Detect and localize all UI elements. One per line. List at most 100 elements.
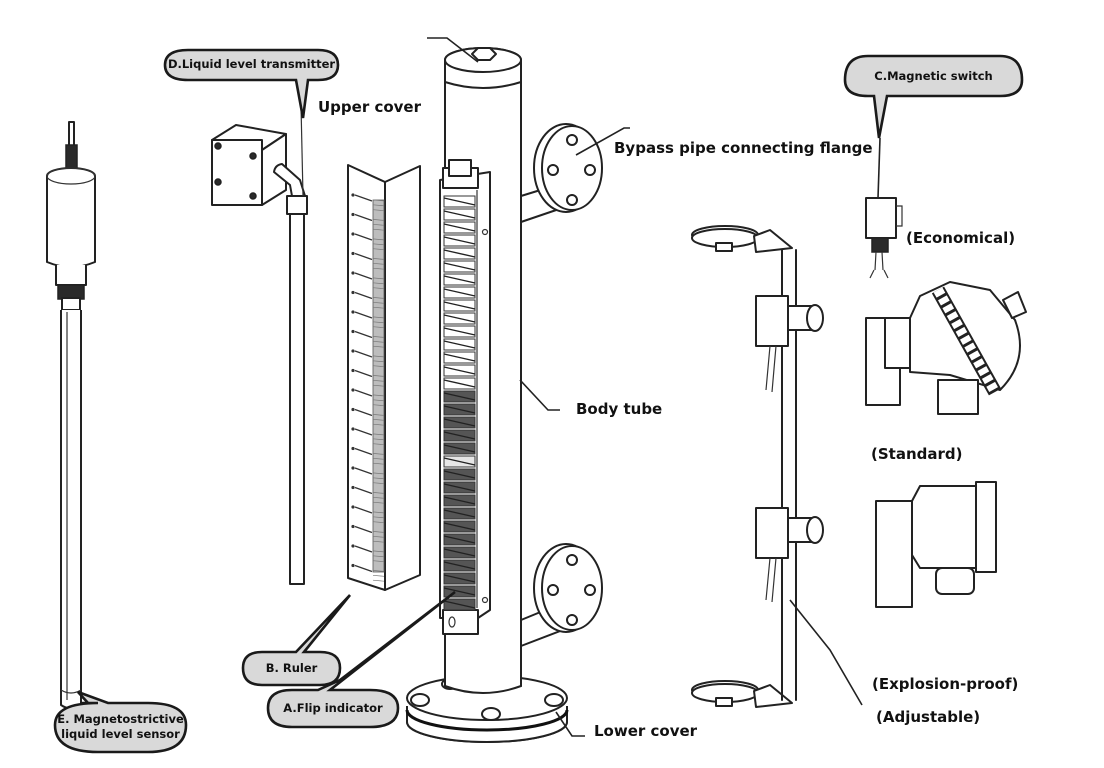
ruler-minor-tick bbox=[372, 472, 385, 475]
ruler-minor-tick bbox=[372, 521, 385, 524]
ruler-minor-tick bbox=[372, 336, 385, 338]
lower-cover-label: Lower cover bbox=[594, 722, 698, 740]
ruler-mark bbox=[351, 329, 355, 334]
liquid-level-transmitter bbox=[211, 59, 308, 585]
ruler-mark bbox=[351, 232, 355, 236]
magnetostrictive-sensor bbox=[46, 121, 96, 710]
ruler-minor-tick bbox=[372, 219, 385, 221]
ruler-mark bbox=[351, 544, 355, 548]
ruler-minor-tick bbox=[372, 282, 385, 285]
ruler-minor-tick bbox=[372, 453, 385, 455]
indicator-flap-edge bbox=[443, 197, 476, 206]
callout-a-bubble bbox=[266, 590, 456, 729]
ruler-minor-tick bbox=[372, 375, 385, 377]
ruler-tick bbox=[354, 330, 373, 339]
economical-switch bbox=[865, 197, 903, 279]
indicator-flap-edge bbox=[443, 418, 476, 427]
ruler-mark bbox=[351, 485, 355, 490]
ruler-minor-tick bbox=[372, 223, 385, 226]
ruler-mark bbox=[351, 368, 355, 373]
ruler-mark bbox=[351, 310, 355, 314]
ruler-minor-tick bbox=[372, 355, 385, 358]
ruler-minor-tick bbox=[372, 384, 385, 387]
ruler-minor-tick bbox=[372, 511, 385, 514]
ruler-mark bbox=[351, 466, 355, 470]
ruler-mark bbox=[351, 193, 355, 197]
ruler bbox=[347, 164, 421, 591]
indicator-flap-edge bbox=[443, 366, 476, 375]
ruler-minor-tick bbox=[372, 340, 385, 343]
indicator-flap-edge bbox=[443, 561, 476, 570]
ruler-tick bbox=[354, 564, 373, 573]
ruler-minor-tick bbox=[372, 209, 385, 212]
indicator-flap-edge bbox=[443, 548, 476, 557]
ruler-minor-tick bbox=[372, 457, 385, 460]
ruler-minor-tick bbox=[372, 394, 385, 397]
indicator-flap-edge bbox=[443, 262, 476, 271]
indicator-flap-edge bbox=[443, 483, 476, 492]
indicator-flap-edge bbox=[443, 275, 476, 284]
indicator-flap-edge bbox=[443, 392, 476, 401]
indicator-flap-edge bbox=[443, 288, 476, 297]
indicator-flap-edge bbox=[443, 340, 476, 349]
indicator-flap-edge bbox=[443, 210, 476, 219]
ruler-mark bbox=[351, 524, 355, 529]
ruler-minor-tick bbox=[372, 379, 385, 382]
callout-a-label: A.Flip indicator bbox=[283, 701, 383, 715]
indicator-flap-edge bbox=[443, 405, 476, 414]
ruler-tick bbox=[354, 272, 373, 280]
ruler-mark bbox=[351, 505, 355, 509]
indicator-flap-edge bbox=[443, 470, 476, 479]
bypass-flange-label: Bypass pipe connecting flange bbox=[614, 139, 873, 157]
ruler-tick bbox=[354, 194, 373, 202]
ruler-minor-tick bbox=[372, 418, 385, 421]
ruler-mark bbox=[351, 290, 355, 295]
ruler-minor-tick bbox=[372, 414, 385, 416]
ruler-minor-tick bbox=[372, 248, 385, 251]
leader-lines bbox=[427, 37, 881, 737]
ruler-minor-tick bbox=[372, 492, 385, 494]
indicator-flap-edge bbox=[443, 223, 476, 232]
ruler-minor-tick bbox=[372, 531, 385, 533]
bypass-flange-upper bbox=[520, 123, 603, 223]
callout-e-bubble bbox=[53, 690, 188, 754]
ruler-tick bbox=[354, 389, 373, 397]
ruler-minor-tick bbox=[372, 560, 385, 563]
ruler-minor-tick bbox=[372, 501, 385, 504]
ruler-minor-tick bbox=[372, 199, 385, 202]
ruler-tick bbox=[354, 545, 373, 553]
ruler-minor-tick bbox=[372, 360, 385, 363]
ruler-minor-tick bbox=[372, 462, 385, 465]
indicator-flap-edge bbox=[443, 236, 476, 245]
callout-b-label: B. Ruler bbox=[265, 661, 318, 675]
ruler-minor-tick bbox=[372, 262, 385, 265]
ruler-minor-tick bbox=[372, 574, 385, 577]
adjustable-switch-assembly bbox=[691, 225, 824, 708]
indicator-flap-edge bbox=[443, 249, 476, 258]
ruler-minor-tick bbox=[372, 365, 385, 368]
body-tube-label: Body tube bbox=[576, 400, 663, 418]
ruler-minor-tick bbox=[372, 277, 385, 280]
ruler-tick bbox=[354, 311, 373, 319]
ruler-minor-tick bbox=[372, 579, 385, 582]
ruler-minor-tick bbox=[372, 535, 385, 538]
ruler-minor-tick bbox=[372, 550, 385, 553]
indicator-flap-edge bbox=[443, 535, 476, 544]
ruler-minor-tick bbox=[372, 238, 385, 241]
standard-switch-head bbox=[865, 281, 1027, 415]
ruler-minor-tick bbox=[372, 540, 385, 543]
indicator-flap-edge bbox=[443, 496, 476, 505]
ruler-minor-tick bbox=[372, 423, 385, 426]
indicator-flap-edge bbox=[443, 301, 476, 310]
ruler-tick bbox=[354, 428, 373, 436]
indicator-flap-edge bbox=[443, 522, 476, 531]
ruler-mark bbox=[351, 446, 355, 451]
ruler-minor-tick bbox=[372, 301, 385, 304]
callout-b-bubble bbox=[241, 594, 352, 687]
ruler-mark bbox=[351, 427, 355, 431]
ruler-tick bbox=[354, 408, 373, 417]
indicator-flap-edge bbox=[443, 353, 476, 362]
callout-d-label: D.Liquid level transmitter bbox=[167, 57, 336, 71]
ruler-minor-tick bbox=[372, 404, 385, 407]
